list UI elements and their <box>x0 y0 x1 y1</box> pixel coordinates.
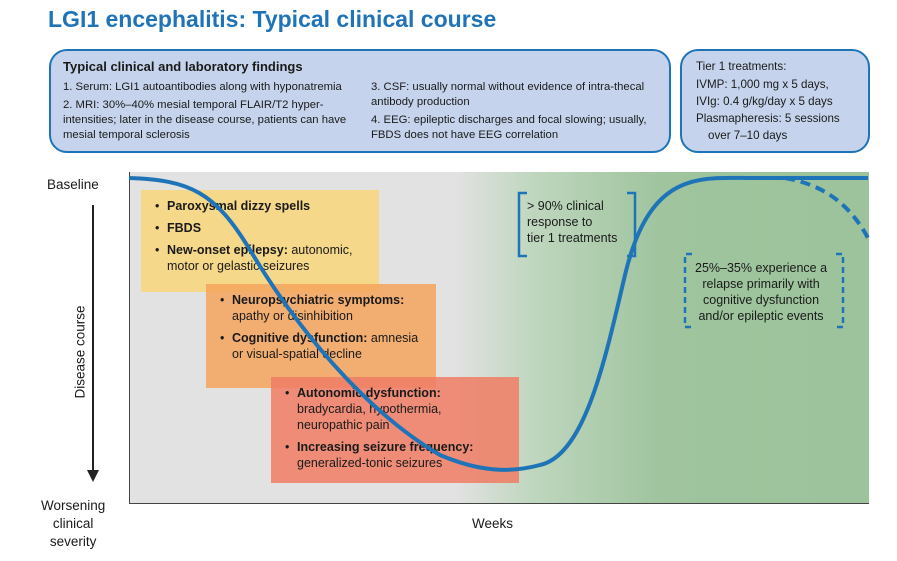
late-symptoms-box: •Autonomic dysfunction: bradycardia, hyp… <box>271 377 519 483</box>
symptom-item: •Autonomic dysfunction: bradycardia, hyp… <box>285 386 442 432</box>
symptom-title: Neuropsychiatric symptoms: <box>232 293 405 307</box>
baseline-label: Baseline <box>47 177 99 192</box>
page-title: LGI1 encephalitis: Typical clinical cour… <box>48 6 497 32</box>
symptom-item: •Neuropsychiatric symptoms: apathy or di… <box>220 293 405 323</box>
y-axis-line <box>129 172 130 503</box>
tier1-title: Tier 1 treatments: <box>696 60 787 73</box>
response-note-line: > 90% clinical <box>527 199 604 213</box>
symptom-item: •Paroxysmal dizzy spells <box>155 199 311 213</box>
y-axis-label: Disease course <box>72 305 88 399</box>
tier1-line: over 7–10 days <box>708 129 788 142</box>
tier1-line: IVMP: 1,000 mg x 5 days, <box>696 78 829 91</box>
finding-eeg: 4. EEG: epileptic discharges and focal s… <box>371 114 647 141</box>
symptom-title: Increasing seizure frequency: <box>297 440 474 454</box>
response-note: > 90% clinical response to tier 1 treatm… <box>527 198 617 246</box>
symptom-title: Cognitive dysfunction: <box>232 331 368 345</box>
symptom-item: •Increasing seizure frequency: generaliz… <box>285 440 474 470</box>
early-symptoms-box: •Paroxysmal dizzy spells •FBDS •New-onse… <box>141 190 379 292</box>
finding-csf: 3. CSF: usually normal without evidence … <box>371 81 645 108</box>
symptom-detail: bradycardia, hypothermia, neuropathic pa… <box>297 402 442 432</box>
response-note-line: tier 1 treatments <box>527 231 618 245</box>
findings-title: Typical clinical and laboratory findings <box>63 59 303 74</box>
symptom-item: •FBDS <box>155 221 202 235</box>
finding-mri: 2. MRI: 30%–40% mesial temporal FLAIR/T2… <box>63 99 347 141</box>
symptom-detail: generalized-tonic seizures <box>297 456 443 470</box>
symptom-title: Autonomic dysfunction: <box>297 386 441 400</box>
symptom-item: •Cognitive dysfunction: amnesia or visua… <box>220 331 419 361</box>
relapse-note-line: relapse primarily with <box>702 277 820 291</box>
worsening-arrow <box>92 205 94 472</box>
worsening-line: Worsening <box>41 498 106 513</box>
symptom-title: FBDS <box>167 221 202 235</box>
worsening-label: Worsening clinical severity <box>41 497 105 551</box>
relapse-note-line: cognitive dysfunction <box>703 293 820 307</box>
worsening-line: severity <box>49 534 97 549</box>
symptom-detail: apathy or disinhibition <box>232 309 353 323</box>
finding-serum: 1. Serum: LGI1 autoantibodies along with… <box>63 81 342 93</box>
tier1-line: Plasmapheresis: 5 sessions <box>696 112 840 125</box>
symptom-title: Paroxysmal dizzy spells <box>167 199 311 213</box>
arrow-head-icon <box>87 470 99 482</box>
tier1-line: IVIg: 0.4 g/kg/day x 5 days <box>696 95 833 108</box>
x-axis-line <box>129 503 869 504</box>
relapse-note-line: 25%–35% experience a <box>695 261 828 275</box>
x-axis-label: Weeks <box>472 516 514 531</box>
relapse-note: 25%–35% experience a relapse primarily w… <box>695 260 827 324</box>
relapse-note-line: and/or epileptic events <box>698 309 824 323</box>
response-note-line: response to <box>527 215 593 229</box>
worsening-line: clinical <box>52 516 94 531</box>
symptom-title: New-onset epilepsy: <box>167 243 288 257</box>
mid-symptoms-box: •Neuropsychiatric symptoms: apathy or di… <box>206 284 436 388</box>
findings-panel: Typical clinical and laboratory findings… <box>49 49 671 153</box>
symptom-item: •New-onset epilepsy: autonomic, motor or… <box>155 243 353 273</box>
tier1-panel: Tier 1 treatments: IVMP: 1,000 mg x 5 da… <box>680 49 870 153</box>
